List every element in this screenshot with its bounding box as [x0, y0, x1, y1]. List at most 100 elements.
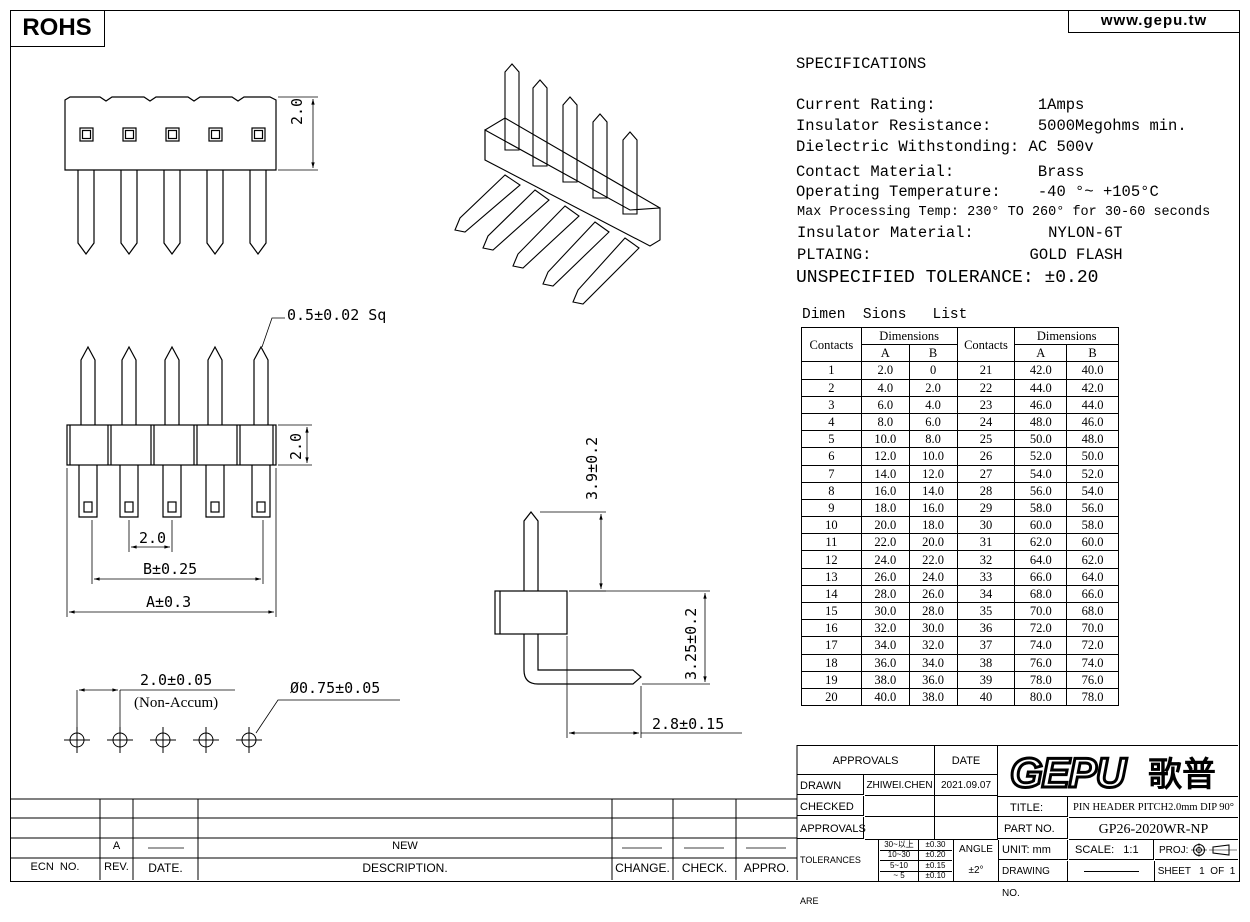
dimension-cell-a1: 26.0 — [860, 567, 910, 586]
side-view — [494, 511, 742, 738]
dimension-cell-b2: 60.0 — [1066, 533, 1119, 552]
dimension-cell-b2: 76.0 — [1066, 670, 1119, 689]
tolerances-text: TOLERANCES ARE — [800, 855, 861, 906]
dimension-cell-c1: 10 — [801, 516, 862, 535]
dimension-cell-c1: 6 — [801, 447, 862, 466]
header-b-right: B — [1066, 344, 1119, 363]
dimension-cell-c1: 1 — [801, 361, 862, 380]
dimension-cell-a1: 34.0 — [860, 636, 910, 655]
tolerance-row: 10~30±0.20 — [880, 850, 952, 862]
spec-line-processing-temp: Max Processing Temp: 230° TO 260° for 30… — [797, 205, 1211, 220]
spec-line-insulator-resistance: Insulator Resistance: 5000Megohms min. — [796, 117, 1187, 135]
drawing-no-label: DRAWING NO. — [998, 861, 1068, 899]
drawn-by-text: ZHIWEI.CHEN — [866, 780, 933, 791]
dimension-cell-c2: 31 — [956, 533, 1016, 552]
logo-text-en: GEPU — [1010, 749, 1128, 796]
scale-cell: SCALE: 1:1 — [1069, 840, 1154, 860]
dimension-cell-a1: 36.0 — [860, 653, 910, 672]
dimension-cell-a1: 4.0 — [860, 378, 910, 397]
part-number: GP26-2020WR-NP — [1069, 818, 1238, 840]
dimension-cell-a2: 42.0 — [1014, 361, 1068, 380]
approvals-by — [865, 817, 935, 840]
dimension-cell-a1: 22.0 — [860, 533, 910, 552]
website-box: www.gepu.tw — [1068, 10, 1239, 33]
checked-by — [865, 796, 935, 817]
dimension-cell-c1: 11 — [801, 533, 862, 552]
dimension-cell-b1: 22.0 — [908, 550, 958, 569]
drawing-frame — [10, 10, 1240, 882]
drawing-title: PIN HEADER PITCH2.0mm DIP 90° — [1069, 797, 1238, 818]
projection-label: PROJ: — [1159, 845, 1189, 856]
projection-symbol-icon — [1191, 843, 1238, 858]
spec-line-contact-material: Contact Material: Brass — [796, 163, 1085, 181]
dimension-cell-b1: 2.0 — [908, 378, 958, 397]
dimension-cell-a1: 6.0 — [860, 395, 910, 414]
dimension-cell-c1: 20 — [801, 687, 862, 707]
checked-text: CHECKED — [800, 801, 854, 813]
dimension-cell-c2: 26 — [956, 447, 1016, 466]
rohs-label: ROHS — [22, 14, 92, 41]
dimension-cell-b1: 18.0 — [908, 516, 958, 535]
company-logo: GEPU 歌普 — [998, 746, 1238, 797]
dimension-cell-b1: 34.0 — [908, 653, 958, 672]
scale-text: SCALE: 1:1 — [1075, 844, 1139, 856]
dimension-cell-c1: 8 — [801, 481, 862, 500]
dimension-cell-c2: 30 — [956, 516, 1016, 535]
dimension-cell-c1: 13 — [801, 567, 862, 586]
dimension-cell-a2: 44.0 — [1014, 378, 1068, 397]
dimension-cell-b2: 42.0 — [1066, 378, 1119, 397]
header-check: CHECK. — [681, 861, 728, 875]
dimension-cell-b1: 28.0 — [908, 601, 958, 621]
revision-letter: A — [112, 840, 121, 852]
approvals-header-label: APPROVALS — [832, 755, 899, 767]
dimension-cell-c1: 17 — [801, 636, 862, 655]
dimension-cell-b1: 30.0 — [908, 619, 958, 638]
spec-heading: SPECIFICATIONS — [796, 55, 927, 73]
dimension-cell-a2: 68.0 — [1014, 584, 1068, 604]
approvals-text: APPROVALS — [800, 823, 866, 835]
tolerance-row: 5~10±0.15 — [880, 860, 952, 872]
dimension-cell-a1: 38.0 — [860, 670, 910, 689]
header-a-left: A — [860, 344, 910, 363]
side-bottom-dim: 3.25±0.2 — [682, 607, 700, 680]
dimension-cell-b2: 44.0 — [1066, 395, 1119, 414]
dimension-cell-a2: 56.0 — [1014, 481, 1068, 500]
dimension-cell-a2: 50.0 — [1014, 430, 1068, 449]
spec-line-insulator-material: Insulator Material: NYLON-6T — [797, 224, 1123, 242]
sheet-text: SHEET 1 OF 1 — [1157, 866, 1236, 877]
header-description: DESCRIPTION. — [362, 861, 448, 875]
dimension-cell-a2: 74.0 — [1014, 636, 1068, 655]
dimension-cell-c2: 39 — [956, 670, 1016, 689]
approvals-date — [935, 817, 998, 840]
top-view — [64, 96, 318, 256]
header-b-left: B — [908, 344, 958, 363]
dimension-cell-c1: 7 — [801, 464, 862, 483]
tolerance-value: ±0.10 — [925, 870, 946, 880]
dimensions-table: Contacts Dimensions Contacts Dimensions … — [801, 326, 1119, 707]
dimension-cell-a2: 70.0 — [1014, 601, 1068, 621]
spec-line-dielectric: Dielectric Withstonding: AC 500v — [796, 138, 1094, 156]
dimension-cell-a1: 18.0 — [860, 498, 910, 518]
dimension-cell-c1: 18 — [801, 653, 862, 672]
technical-drawing — [10, 63, 798, 880]
dimension-cell-c2: 36 — [956, 619, 1016, 638]
header-contacts-left: Contacts — [801, 326, 862, 363]
dimension-cell-c2: 28 — [956, 481, 1016, 500]
dimension-cell-a2: 58.0 — [1014, 498, 1068, 518]
dimension-cell-b1: 26.0 — [908, 584, 958, 604]
dimension-cell-b1: 38.0 — [908, 687, 958, 707]
dimension-cell-b1: 12.0 — [908, 464, 958, 483]
dimension-cell-c1: 19 — [801, 670, 862, 689]
sheet-cell: SHEET 1 OF 1 — [1155, 861, 1238, 881]
hole-pattern — [64, 688, 400, 753]
